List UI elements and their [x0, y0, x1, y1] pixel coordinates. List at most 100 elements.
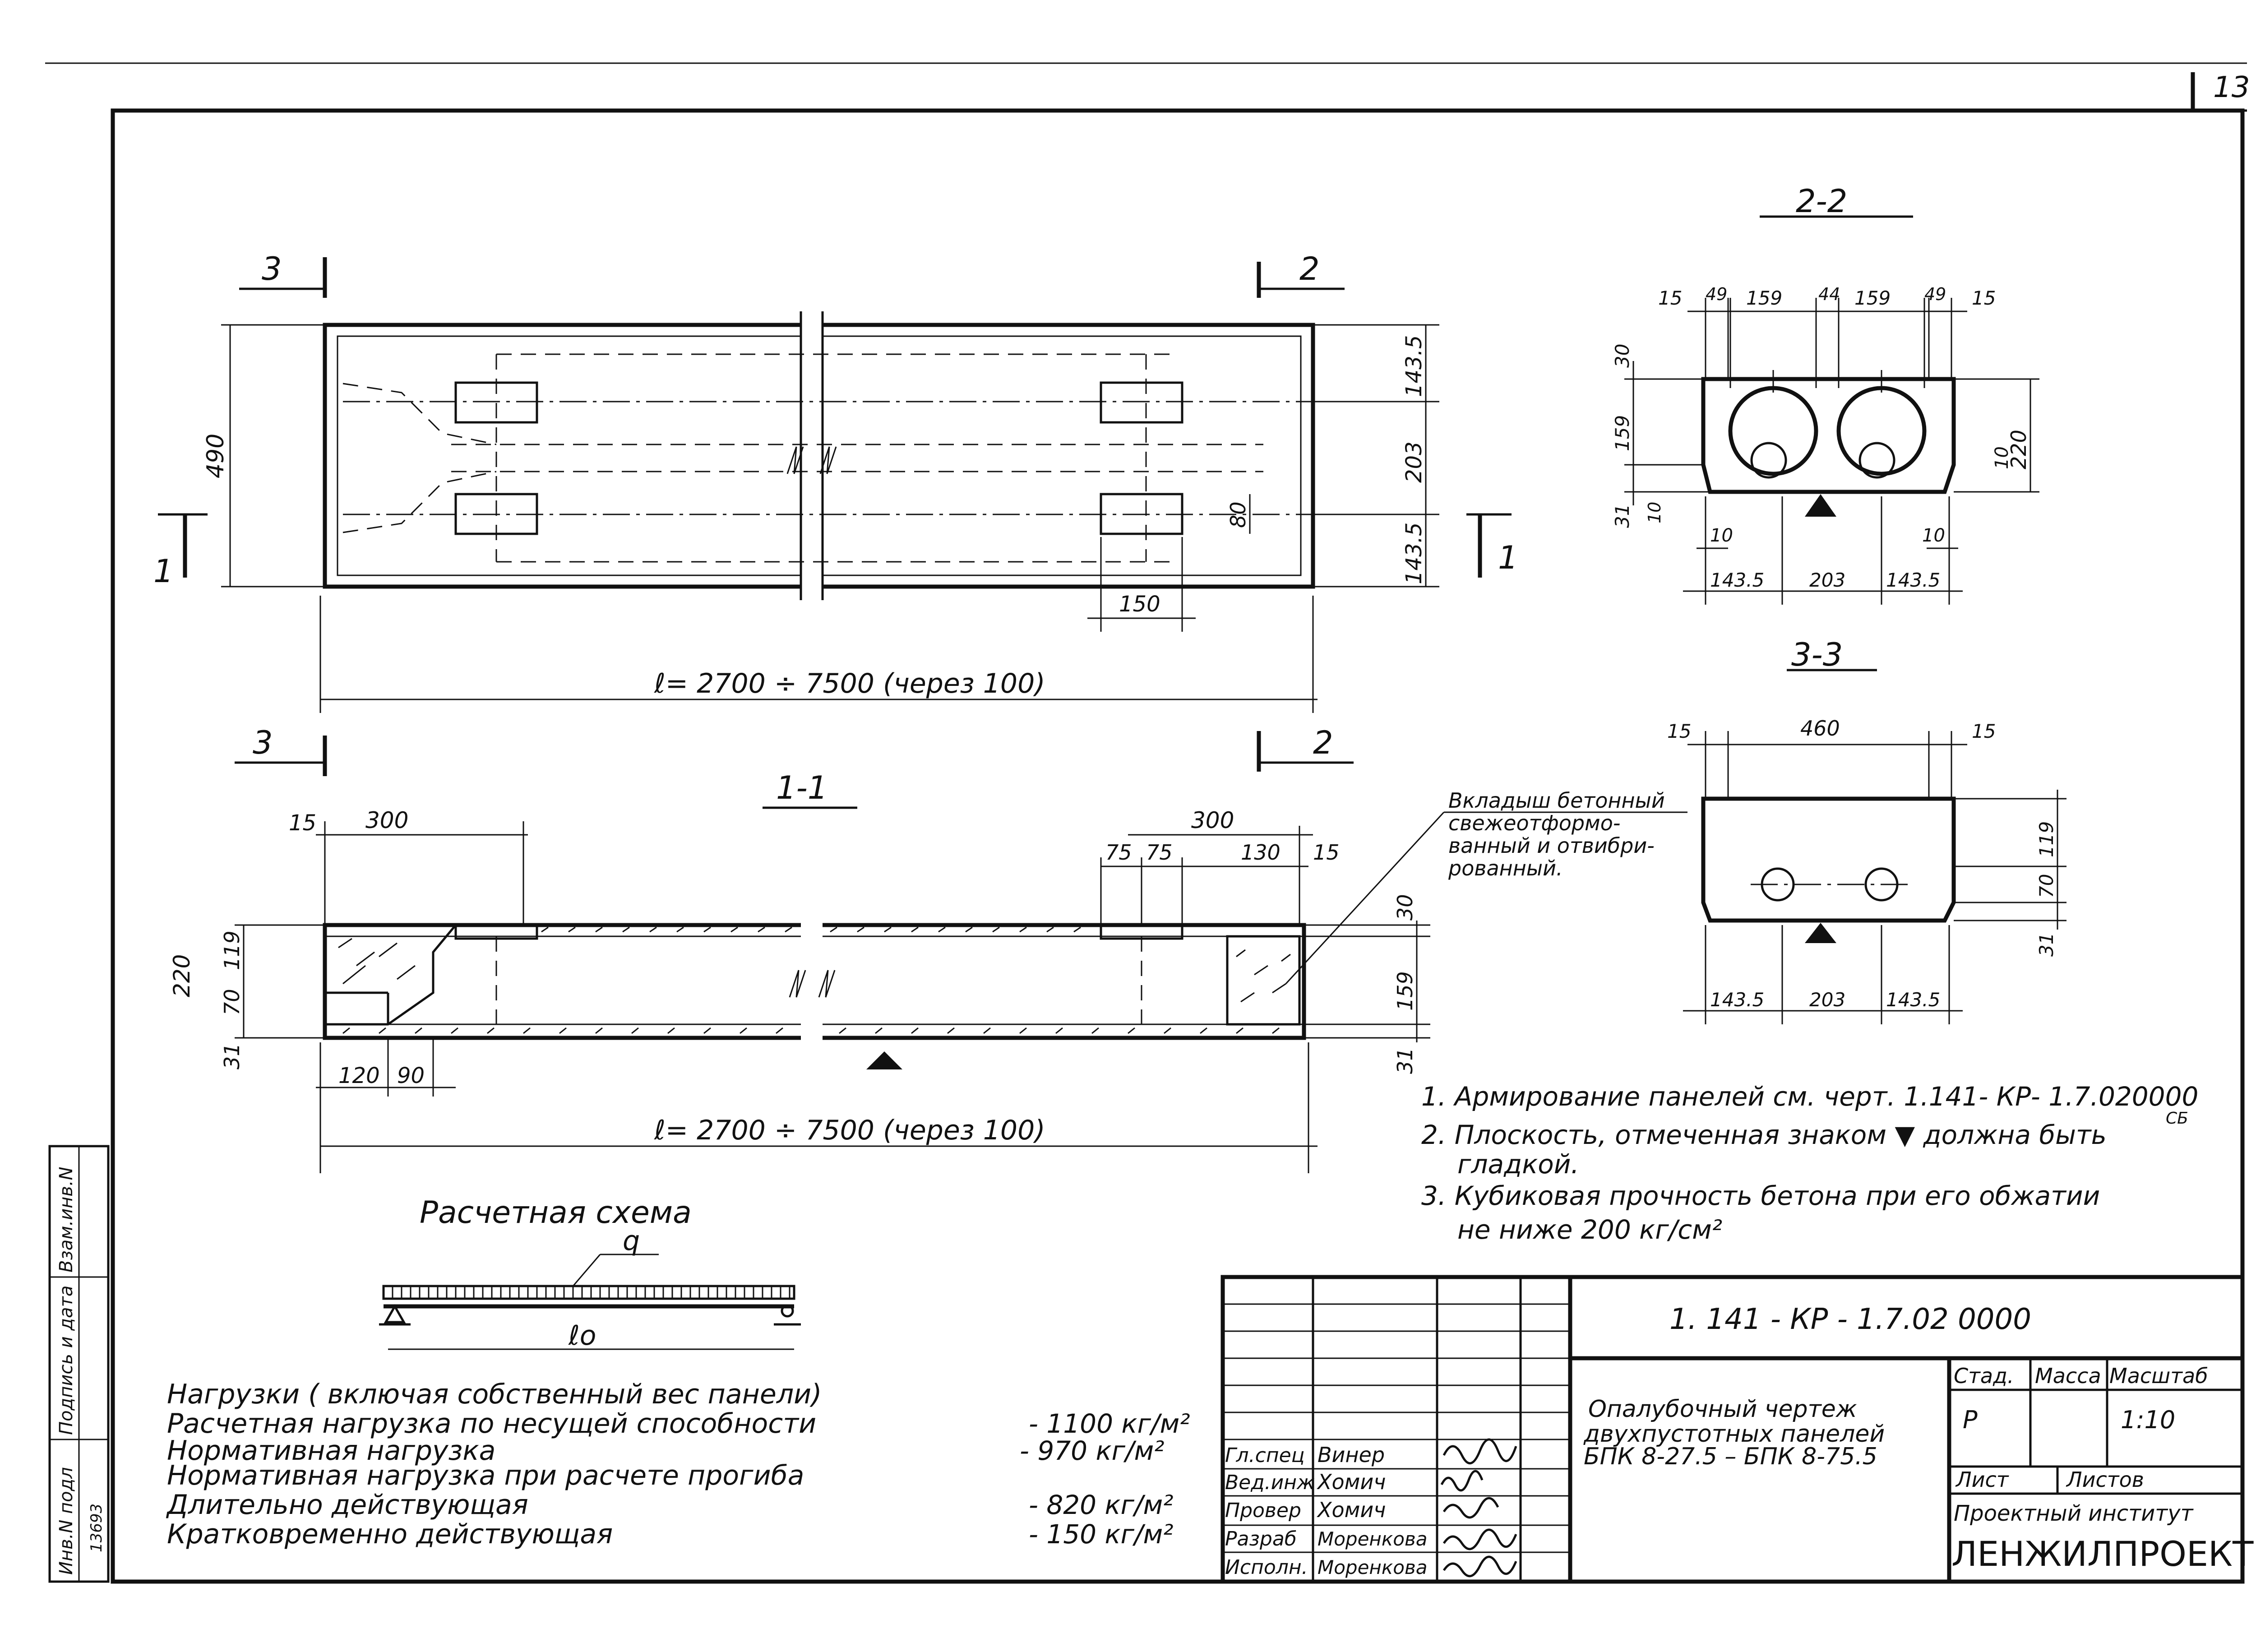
- s11-dim-75-a: 75: [1105, 840, 1132, 865]
- s33-dim-right-119: 119: [2035, 821, 2057, 857]
- scheme-span: ℓo: [568, 1320, 596, 1351]
- plan-dim-right-3: 143.5: [1401, 523, 1427, 584]
- sig-name-4: Моренкова: [1318, 1528, 1427, 1550]
- sig-role-1: Гл.спец: [1225, 1444, 1305, 1467]
- sig-name-3: Хомич: [1317, 1498, 1386, 1522]
- stage-header: Стад.: [1954, 1364, 2014, 1388]
- sheet-frame: [45, 62, 2247, 1584]
- s22-dim-left-159: 159: [1611, 415, 1633, 451]
- note-1-suffix: СБ: [2166, 1109, 2188, 1128]
- note-2: 2. Плоскость, отмеченная знаком ▼ должна…: [1421, 1120, 2107, 1150]
- plan-dim-right-1: 143.5: [1401, 335, 1427, 397]
- s22-dim-bottom-2: 203: [1809, 569, 1845, 591]
- s22-dim-top-2: 49: [1706, 284, 1727, 304]
- s11-dim-220: 220: [169, 954, 195, 997]
- s33-dim-right-31: 31: [2035, 933, 2057, 957]
- plan-dim-150: 150: [1119, 592, 1160, 617]
- s33-dim-top-1: 15: [1667, 720, 1691, 742]
- s22-dim-top-6: 49: [1924, 284, 1946, 304]
- s22-dim-bottom-10-left: 10: [1710, 525, 1733, 546]
- loads-value-2: - 970 кг/м²: [1020, 1435, 1165, 1466]
- s22-dim-right-10: 10: [1992, 446, 2012, 469]
- plan-dim-80: 80: [1226, 501, 1250, 528]
- scale-value: 1:10: [2121, 1406, 2175, 1434]
- insert-leader: [1285, 811, 1687, 985]
- loads-value-1: - 1100 кг/м²: [1029, 1408, 1190, 1439]
- loads-value-4: - 150 кг/м²: [1029, 1519, 1174, 1550]
- loads-value-3: - 820 кг/м²: [1029, 1490, 1174, 1520]
- section-2-2-title: 2-2: [1796, 183, 1847, 220]
- s22-dim-left-10: 10: [1645, 502, 1664, 523]
- section-3-3-title: 3-3: [1791, 636, 1843, 673]
- loads-line-1: Нагрузки ( включая собственный вес панел…: [167, 1379, 822, 1410]
- s22-dim-top-5: 159: [1854, 287, 1891, 309]
- s11-dim-70: 70: [220, 989, 244, 1015]
- side-stamp: Инв.N подл Подпись и дата Взам.инв.N 136…: [48, 1145, 110, 1583]
- title-block: [1220, 1275, 2245, 1584]
- side-stamp-sign: Подпись и дата: [56, 1286, 77, 1435]
- sig-role-2: Вед.инж: [1225, 1471, 1315, 1494]
- s33-dim-top-3: 15: [1972, 720, 1996, 742]
- mass-header: Масса: [2035, 1364, 2101, 1388]
- side-stamp-invn: Инв.N подл: [56, 1467, 77, 1575]
- s33-dim-bottom-3: 143.5: [1886, 989, 1940, 1011]
- s11-dim-119: 119: [220, 930, 244, 970]
- plan-view: [158, 257, 1512, 776]
- sig-name-5: Моренкова: [1318, 1556, 1427, 1578]
- s22-dim-bottom-1: 143.5: [1710, 569, 1764, 591]
- note-3: 3. Кубиковая прочность бетона при его об…: [1421, 1180, 2100, 1211]
- s11-dim-15: 15: [289, 810, 316, 836]
- plan-cut-3-top: 3: [262, 250, 282, 287]
- scale-header: Масштаб: [2109, 1364, 2208, 1388]
- calc-scheme: [379, 1254, 801, 1350]
- institute-line: Проектный институт: [1954, 1501, 2194, 1526]
- plan-cut-3-bottom: 3: [253, 724, 273, 761]
- s11-dim-300-left: 300: [365, 807, 408, 833]
- insert-note-line-4: рованный.: [1448, 856, 1563, 880]
- s22-dim-left-31: 31: [1611, 504, 1633, 528]
- section-1-1: [235, 806, 1430, 1173]
- sheets-label: Листов: [2066, 1467, 2144, 1492]
- plan-cut-1-right: 1: [1498, 539, 1518, 576]
- loads-line-4: Нормативная нагрузка при расчете прогиба: [167, 1460, 804, 1491]
- sig-role-4: Разраб: [1225, 1527, 1297, 1550]
- note-3-cont: не ниже 200 кг/см²: [1457, 1214, 1722, 1245]
- s22-dim-top-4: 44: [1818, 284, 1840, 304]
- s11-dim-75-b: 75: [1146, 840, 1173, 865]
- s11-dim-31-right: 31: [1393, 1047, 1417, 1074]
- s22-dim-top-3: 159: [1746, 287, 1782, 309]
- s33-dim-top-2: 460: [1800, 716, 1840, 740]
- sig-name-1: Винер: [1318, 1443, 1385, 1467]
- s22-dim-left-30: 30: [1611, 344, 1633, 368]
- loads-line-2: Расчетная нагрузка по несущей способност…: [167, 1408, 816, 1439]
- sheet-label: Лист: [1955, 1467, 2009, 1492]
- sheet-number: 13: [2213, 71, 2250, 104]
- s33-dim-right-70: 70: [2035, 874, 2057, 898]
- plan-dim-right-2: 203: [1401, 441, 1427, 483]
- s11-dim-15-right: 15: [1313, 840, 1340, 865]
- s22-dim-right-220: 220: [2006, 430, 2031, 469]
- s22-dim-bottom-3: 143.5: [1886, 569, 1940, 591]
- institute-name: ЛЕНЖИЛПРОЕКТ: [1951, 1534, 2254, 1574]
- drawing-title-1: Опалубочный чертеж: [1588, 1396, 1857, 1423]
- note-1: 1. Армирование панелей см. черт. 1.141- …: [1421, 1081, 2198, 1112]
- side-stamp-value: 13693: [88, 1504, 106, 1552]
- s11-dim-31: 31: [220, 1043, 244, 1069]
- plan-cut-2-bottom: 2: [1313, 724, 1333, 761]
- insert-note-line-1: Вкладыш бетонный: [1448, 788, 1665, 813]
- scheme-title: Расчетная схема: [420, 1195, 692, 1231]
- plan-width-dim: 490: [202, 434, 229, 478]
- section-3-3: [1683, 669, 2066, 1024]
- loads-line-3: Нормативная нагрузка: [167, 1435, 495, 1467]
- s11-dim-159: 159: [1393, 971, 1417, 1011]
- note-2-cont: гладкой.: [1457, 1149, 1579, 1180]
- s11-dim-130: 130: [1241, 840, 1281, 865]
- insert-note-line-3: ванный и отвибри-: [1448, 833, 1655, 858]
- scheme-load: q: [623, 1225, 640, 1257]
- doc-code: 1. 141 - КР - 1.7.02 0000: [1669, 1303, 2031, 1336]
- s22-dim-top-7: 15: [1972, 287, 1996, 309]
- s22-dim-bottom-10-right: 10: [1922, 525, 1945, 546]
- stage-value: Р: [1963, 1406, 1978, 1434]
- loads-line-5: Длительно действующая: [166, 1489, 528, 1521]
